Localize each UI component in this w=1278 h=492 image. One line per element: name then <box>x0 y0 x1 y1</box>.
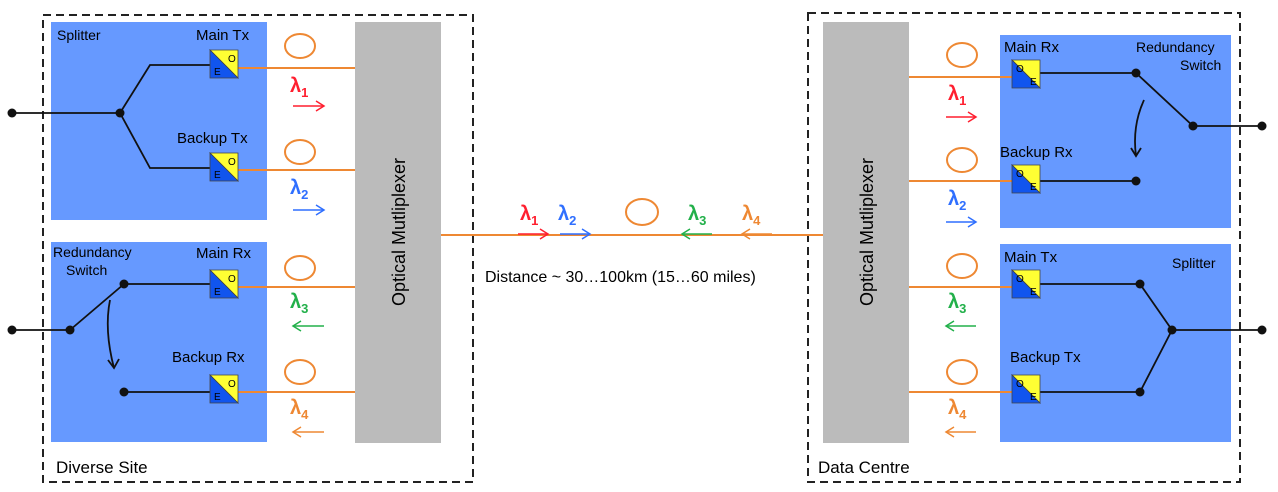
datacentre-label: Data Centre <box>818 458 910 477</box>
left-switch-wiring <box>12 283 210 393</box>
left-spool-4 <box>284 359 316 385</box>
left-backup-rx-transceiver: O E <box>209 374 239 404</box>
svg-text:E: E <box>1030 77 1037 88</box>
right-splitter-node <box>1167 325 1177 335</box>
left-output-terminal <box>7 325 17 335</box>
svg-text:O: O <box>1016 379 1024 390</box>
right-mux-label: Optical Mutliplexer <box>857 158 877 306</box>
svg-text:O: O <box>228 54 236 65</box>
right-backup-rx-label: Backup Rx <box>1000 144 1073 161</box>
svg-text:O: O <box>228 274 236 285</box>
svg-text:λ1: λ1 <box>520 203 538 228</box>
link-lambda-3: λ3 <box>680 203 712 240</box>
svg-text:λ2: λ2 <box>290 177 308 202</box>
left-main-tx-label: Main Tx <box>196 27 250 44</box>
left-redundancy-label-1: Redundancy <box>53 244 132 260</box>
right-backup-tx-label: Backup Tx <box>1010 349 1081 366</box>
svg-text:λ1: λ1 <box>948 83 966 108</box>
right-backup-rx-transceiver: O E <box>1011 164 1041 194</box>
right-lambda-4: λ4 <box>944 397 976 438</box>
left-lambda-2: λ2 <box>290 177 326 216</box>
svg-text:λ3: λ3 <box>688 203 706 228</box>
svg-text:E: E <box>1030 287 1037 298</box>
right-main-tx-label: Main Tx <box>1004 249 1058 266</box>
right-backup-tx-transceiver: O E <box>1011 374 1041 404</box>
diverse-site-label: Diverse Site <box>56 458 148 477</box>
left-backup-tx-transceiver: O E <box>209 152 239 182</box>
svg-text:E: E <box>214 392 221 403</box>
left-lambda-4: λ4 <box>290 397 324 438</box>
svg-text:E: E <box>214 170 221 181</box>
left-switch-contact-main <box>119 279 129 289</box>
left-switch-contact-backup <box>119 387 129 397</box>
left-main-rx-label: Main Rx <box>196 245 252 262</box>
diverse-site-boundary <box>42 14 474 483</box>
right-switch-pivot <box>1188 121 1198 131</box>
right-main-tx-transceiver: O E <box>1011 269 1041 299</box>
svg-text:λ1: λ1 <box>290 75 308 100</box>
svg-text:O: O <box>1016 169 1024 180</box>
right-splitter-branch-backup <box>1135 387 1145 397</box>
right-switch-contact-backup <box>1131 176 1141 186</box>
link-lambda-2: λ2 <box>558 203 592 240</box>
left-lambda-3: λ3 <box>290 291 324 332</box>
datacentre-boundary <box>807 12 1241 483</box>
left-mux-label: Optical Mutliplexer <box>389 158 409 306</box>
left-lambda-1: λ1 <box>290 75 326 112</box>
distance-label: Distance ~ 30…100km (15…60 miles) <box>485 269 756 286</box>
svg-text:O: O <box>1016 274 1024 285</box>
right-lambda-2: λ2 <box>946 188 978 228</box>
right-lambda-1: λ1 <box>946 83 978 123</box>
left-switch-pivot <box>65 325 75 335</box>
left-mux <box>355 22 441 443</box>
right-spool-3 <box>946 253 978 279</box>
left-splitter-node <box>115 108 125 118</box>
svg-text:E: E <box>214 67 221 78</box>
svg-text:λ2: λ2 <box>948 188 966 213</box>
right-spool-1 <box>946 42 978 68</box>
svg-text:λ4: λ4 <box>290 397 309 422</box>
right-main-rx-transceiver: O E <box>1011 59 1041 89</box>
left-backup-rx-label: Backup Rx <box>172 349 245 366</box>
link-lambda-4: λ4 <box>740 203 772 240</box>
right-spool-4 <box>946 359 978 385</box>
right-redundancy-label-2: Switch <box>1180 57 1221 73</box>
svg-text:O: O <box>228 157 236 168</box>
svg-text:E: E <box>1030 392 1037 403</box>
right-input-terminal <box>1257 325 1267 335</box>
left-redundancy-label-2: Switch <box>66 262 107 278</box>
left-main-tx-transceiver: O E <box>209 49 239 79</box>
left-input-terminal <box>7 108 17 118</box>
svg-text:λ4: λ4 <box>742 203 761 228</box>
right-switch-wiring <box>1040 72 1262 182</box>
svg-text:O: O <box>1016 64 1024 75</box>
right-splitter-label: Splitter <box>1172 255 1216 271</box>
left-backup-tx-label: Backup Tx <box>177 130 248 147</box>
left-splitter-wiring <box>12 64 210 169</box>
right-mux <box>823 22 909 443</box>
main-fiber-spool <box>625 198 659 226</box>
right-redundancy-label-1: Redundancy <box>1136 39 1215 55</box>
right-splitter-branch-main <box>1135 279 1145 289</box>
left-main-rx-transceiver: O E <box>209 269 239 299</box>
right-lambda-3: λ3 <box>944 291 976 332</box>
svg-text:λ4: λ4 <box>948 397 967 422</box>
svg-text:λ3: λ3 <box>948 291 966 316</box>
left-spool-3 <box>284 255 316 281</box>
svg-text:O: O <box>228 379 236 390</box>
right-switch-contact-main <box>1131 68 1141 78</box>
left-spool-2 <box>284 139 316 165</box>
right-output-terminal <box>1257 121 1267 131</box>
right-spool-2 <box>946 147 978 173</box>
left-splitter-label: Splitter <box>57 27 101 43</box>
svg-text:λ2: λ2 <box>558 203 576 228</box>
svg-text:λ3: λ3 <box>290 291 308 316</box>
left-spool-1 <box>284 33 316 59</box>
link-lambda-1: λ1 <box>518 203 550 240</box>
right-main-rx-label: Main Rx <box>1004 39 1060 56</box>
svg-text:E: E <box>1030 182 1037 193</box>
svg-text:E: E <box>214 287 221 298</box>
